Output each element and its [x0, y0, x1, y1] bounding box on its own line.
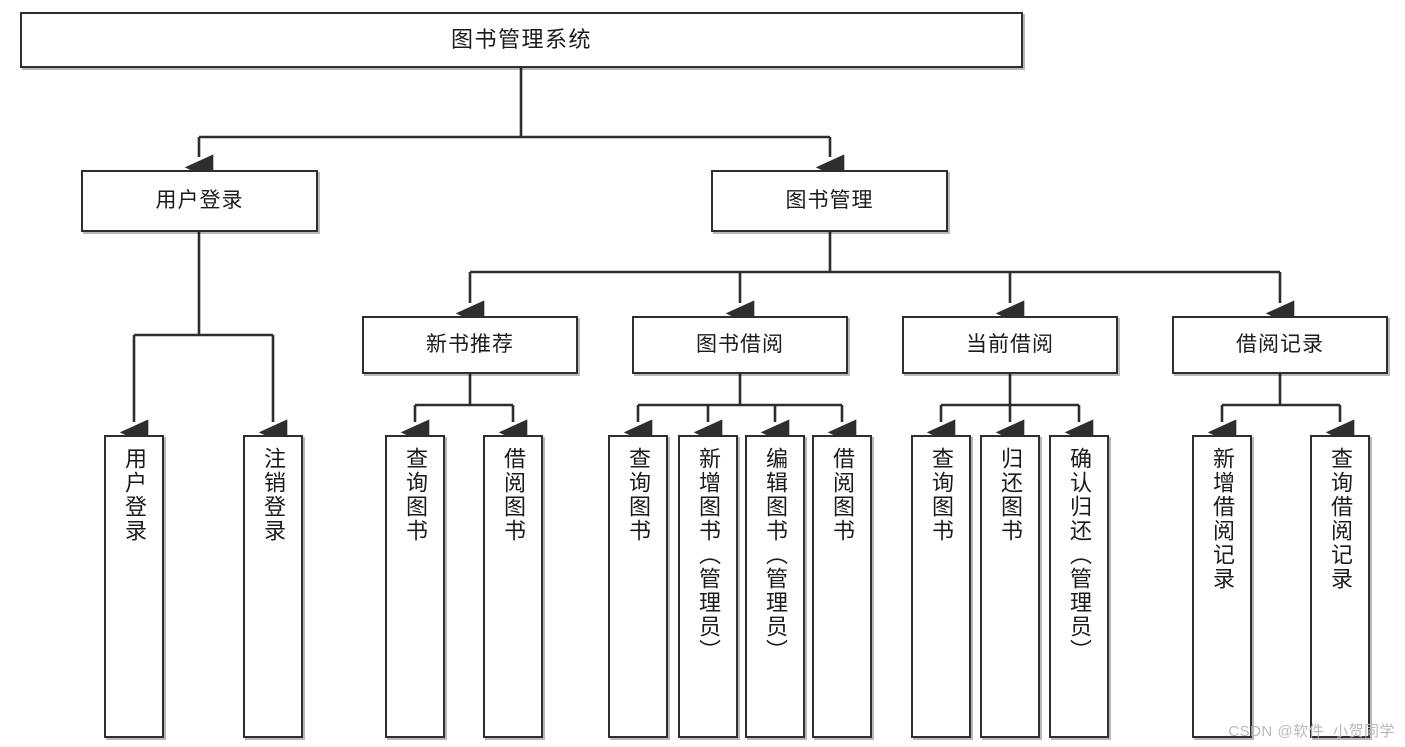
node-current-borrow[interactable]: 当前借阅: [902, 316, 1118, 374]
node-label: 注销登录: [261, 447, 286, 543]
leaf-add-book-admin[interactable]: 新增图书（管理员）: [678, 435, 738, 738]
node-label: 借阅图书: [501, 447, 526, 543]
node-label: 新增图书（管理员）: [696, 447, 721, 663]
node-label: 查询图书: [626, 447, 651, 543]
node-book-borrow[interactable]: 图书借阅: [632, 316, 848, 374]
leaf-borrow-book[interactable]: 借阅图书: [812, 435, 872, 738]
leaf-query-book-current[interactable]: 查询图书: [911, 435, 971, 738]
node-user-login[interactable]: 用户登录: [81, 170, 318, 232]
node-new-book-recommend[interactable]: 新书推荐: [362, 316, 578, 374]
leaf-user-logout[interactable]: 注销登录: [243, 435, 303, 738]
node-label: 借阅记录: [1236, 332, 1324, 356]
node-borrow-record[interactable]: 借阅记录: [1172, 316, 1388, 374]
node-label: 图书管理系统: [450, 27, 592, 53]
leaf-edit-book-admin[interactable]: 编辑图书（管理员）: [745, 435, 805, 738]
node-label: 归还图书: [998, 447, 1023, 543]
node-root-system[interactable]: 图书管理系统: [20, 12, 1023, 68]
leaf-borrow-book-recommend[interactable]: 借阅图书: [483, 435, 543, 738]
node-label: 查询图书: [403, 447, 428, 543]
node-label: 用户登录: [155, 188, 244, 212]
node-label: 当前借阅: [966, 332, 1054, 356]
node-label: 查询借阅记录: [1328, 447, 1353, 591]
node-book-management[interactable]: 图书管理: [711, 170, 948, 232]
node-label: 查询图书: [929, 447, 954, 543]
node-label: 图书管理: [785, 188, 874, 212]
node-label: 借阅图书: [830, 447, 855, 543]
leaf-return-book[interactable]: 归还图书: [980, 435, 1040, 738]
node-label: 编辑图书（管理员）: [763, 447, 788, 663]
leaf-user-login[interactable]: 用户登录: [104, 435, 164, 738]
node-label: 新书推荐: [426, 332, 514, 356]
node-label: 确认归还（管理员）: [1067, 447, 1092, 663]
watermark: CSDN @软件_小贺同学: [1228, 723, 1395, 740]
node-label: 用户登录: [122, 447, 147, 543]
node-label: 新增借阅记录: [1210, 447, 1235, 591]
leaf-query-borrow-record[interactable]: 查询借阅记录: [1310, 435, 1370, 738]
leaf-query-book-recommend[interactable]: 查询图书: [385, 435, 445, 738]
leaf-query-book-borrow[interactable]: 查询图书: [608, 435, 668, 738]
leaf-confirm-return-admin[interactable]: 确认归还（管理员）: [1049, 435, 1109, 738]
leaf-add-borrow-record[interactable]: 新增借阅记录: [1192, 435, 1252, 738]
node-label: 图书借阅: [696, 332, 784, 356]
